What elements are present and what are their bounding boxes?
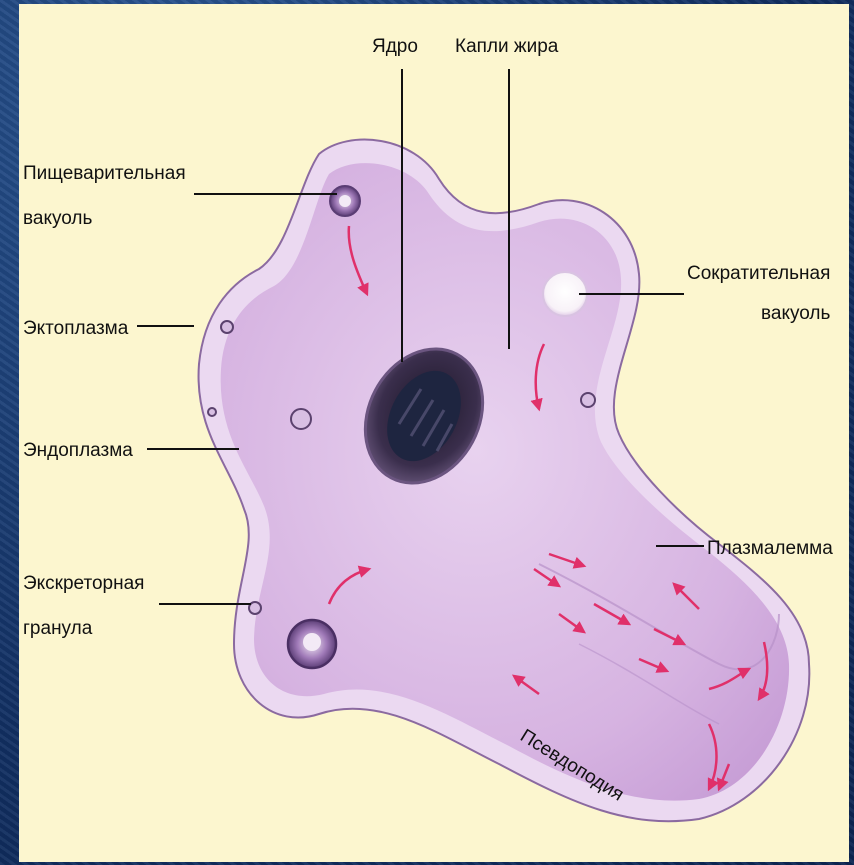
digestive-vacuole-top [330,186,360,216]
label-excretory-granule-2: гранула [23,618,93,639]
label-excretory-granule-1: Экскреторная [23,573,144,594]
label-digestive-vacuole-1: Пищеварительная [23,163,186,184]
label-fat-droplets: Капли жира [455,36,559,57]
diagram-panel: Ядро Капли жира Пищеварительная вакуоль … [19,4,849,862]
label-contractile-vacuole-1: Сократительная [687,263,830,284]
label-ectoplasm: Эктоплазма [23,318,129,339]
label-nucleus: Ядро [372,36,418,57]
label-endoplasm: Эндоплазма [23,440,133,461]
label-digestive-vacuole-2: вакуоль [23,208,92,229]
amoeba-diagram: Ядро Капли жира Пищеварительная вакуоль … [19,4,849,862]
digestive-vacuole-bottom [288,620,336,668]
label-contractile-vacuole-2: вакуоль [761,303,830,324]
label-plasmalemma: Плазмалемма [707,538,833,559]
